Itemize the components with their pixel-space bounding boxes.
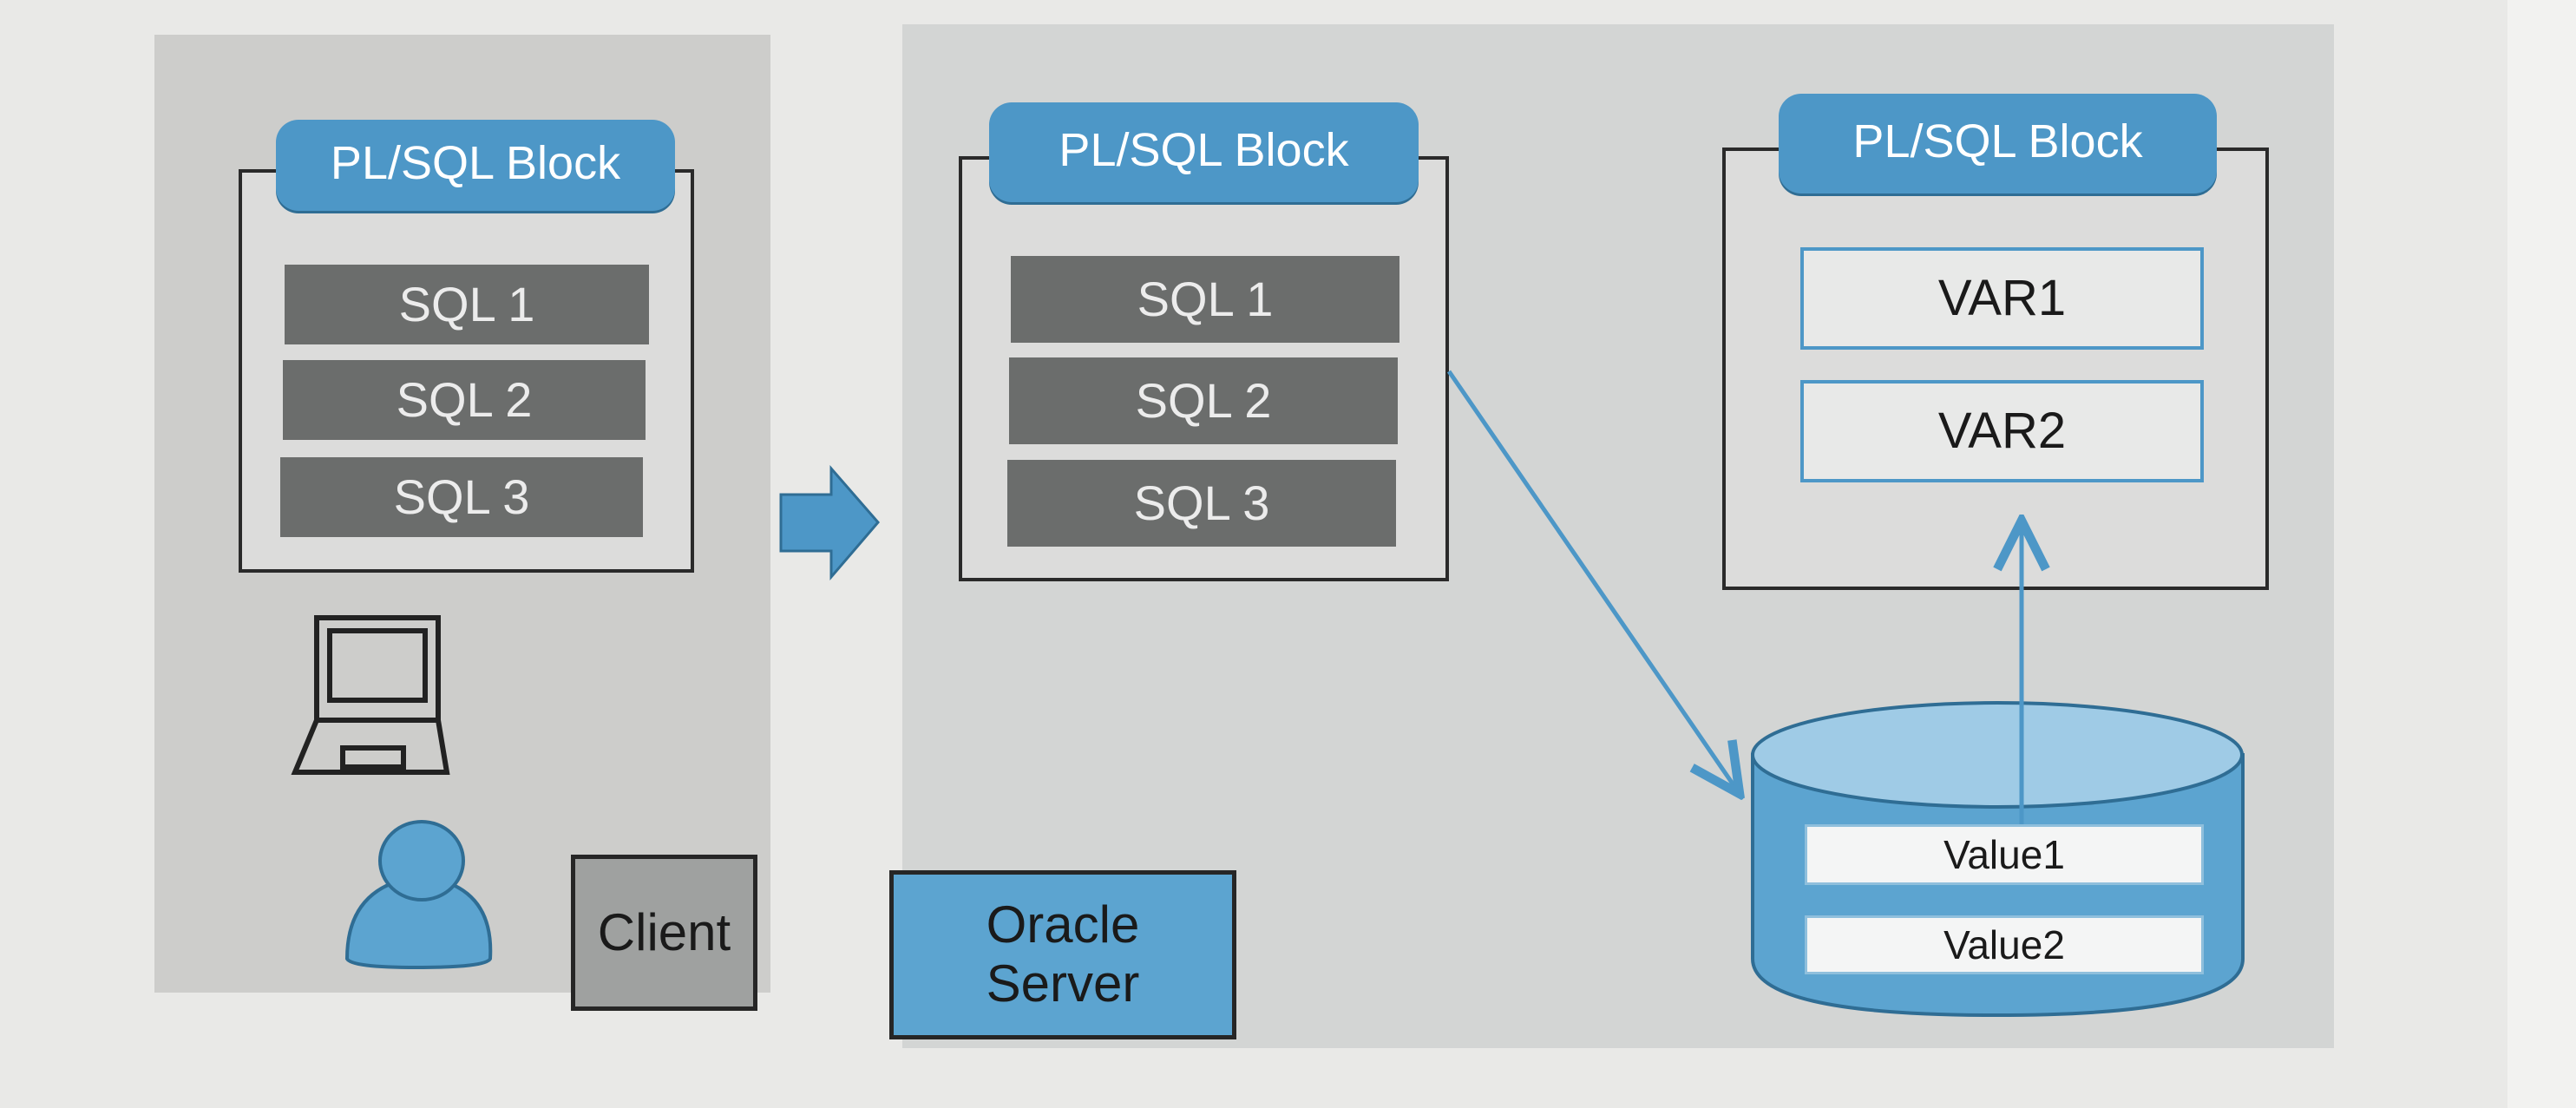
oracle-server-label: Oracle Server (889, 870, 1236, 1039)
variables-block-title: PL/SQL Block (1779, 94, 2217, 193)
db-value-1: Value1 (1805, 824, 2204, 885)
var1-box: VAR1 (1800, 247, 2204, 350)
oracle-server-label-line1: Oracle (986, 895, 1140, 954)
client-sql-1-text: SQL 1 (398, 277, 535, 331)
server-sql-1-text: SQL 1 (1137, 272, 1274, 326)
client-block-title: PL/SQL Block (276, 120, 675, 211)
client-sql-3-text: SQL 3 (393, 469, 530, 524)
user-icon (344, 820, 493, 970)
client-block-title-text: PL/SQL Block (330, 137, 621, 189)
server-sql-3-text: SQL 3 (1133, 475, 1270, 530)
db-value-1-text: Value1 (1943, 832, 2065, 877)
fetch-arrow (1446, 370, 1740, 794)
var2-text: VAR2 (1937, 403, 2067, 459)
oracle-server-label-line2: Server (986, 954, 1140, 1013)
client-sql-1: SQL 1 (285, 265, 649, 344)
server-block-title: PL/SQL Block (989, 102, 1419, 202)
client-sql-3: SQL 3 (280, 457, 643, 537)
db-value-2: Value2 (1805, 915, 2204, 974)
server-sql-3: SQL 3 (1007, 460, 1396, 547)
server-sql-2-text: SQL 2 (1135, 373, 1272, 428)
client-label: Client (571, 855, 757, 1011)
client-sql-2: SQL 2 (283, 360, 646, 440)
db-value-2-text: Value2 (1943, 922, 2065, 967)
var1-text: VAR1 (1937, 270, 2067, 326)
page-margin (2507, 0, 2576, 1108)
server-sql-1: SQL 1 (1011, 256, 1399, 343)
client-sql-2-text: SQL 2 (396, 372, 533, 427)
laptop-icon (291, 615, 450, 775)
var2-box: VAR2 (1800, 380, 2204, 482)
client-label-text: Client (597, 903, 731, 961)
server-block-title-text: PL/SQL Block (1059, 124, 1349, 176)
variables-block-title-text: PL/SQL Block (1852, 115, 2143, 167)
right-arrow-icon (779, 464, 880, 581)
server-sql-2: SQL 2 (1009, 357, 1398, 444)
